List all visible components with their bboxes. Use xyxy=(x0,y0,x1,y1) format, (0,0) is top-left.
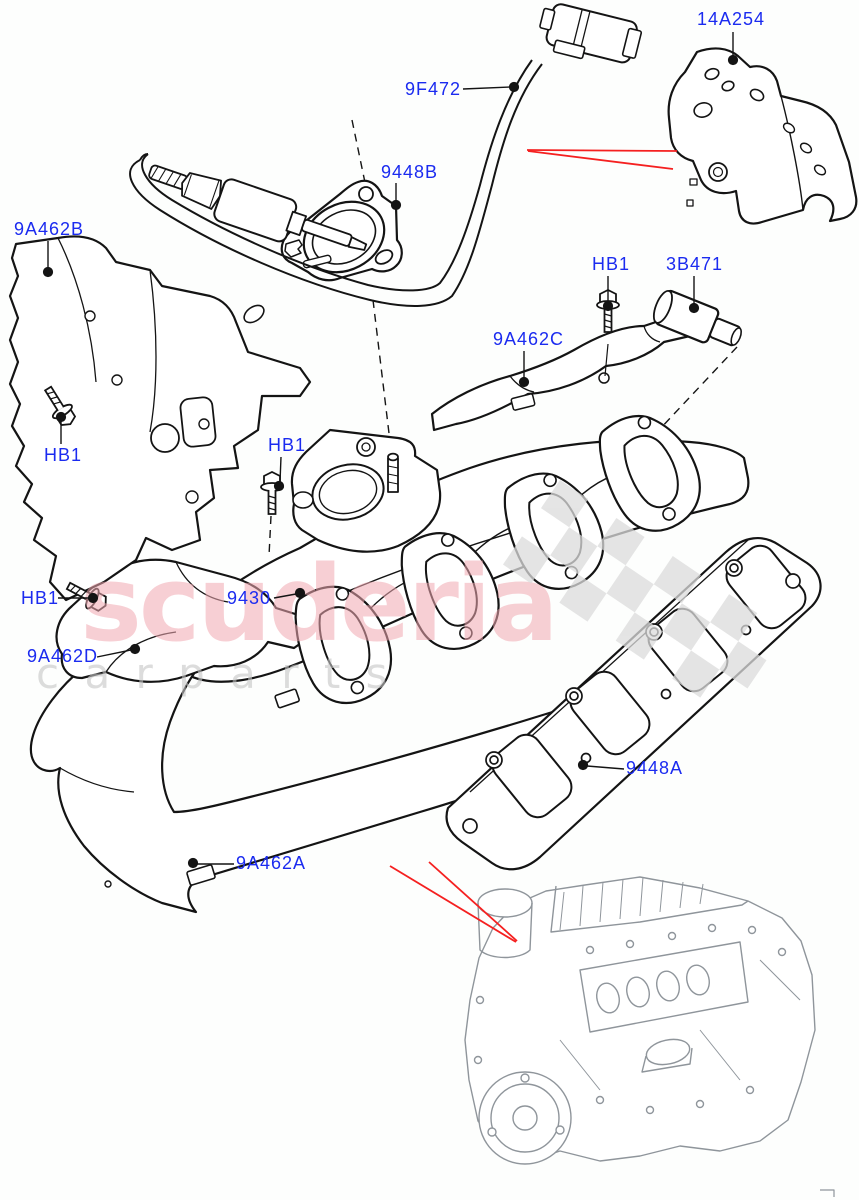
heat-shield-9a462d-drawing xyxy=(55,558,316,683)
part-label-9a462d[interactable]: 9A462D xyxy=(27,646,99,666)
part-label-hb1-left[interactable]: HB1 xyxy=(44,445,83,465)
red-annotation-arrows xyxy=(389,149,678,943)
engine-reference-illustration xyxy=(464,876,835,1197)
part-label-9430[interactable]: 9430 xyxy=(227,588,272,608)
heat-shield-9a462b-drawing xyxy=(8,235,312,602)
part-label-9a462c[interactable]: 9A462C xyxy=(493,329,565,349)
gasket-9448b-drawing xyxy=(280,179,403,282)
part-label-3b471[interactable]: 3B471 xyxy=(666,254,724,274)
part-label-9448a[interactable]: 9448A xyxy=(626,758,684,778)
part-label-9f472[interactable]: 9F472 xyxy=(405,79,462,99)
watermark: scuderia c a r p a r t s xyxy=(36,480,767,698)
egt-sensor-drawing xyxy=(129,3,643,307)
part-label-14a254[interactable]: 14A254 xyxy=(697,9,766,29)
watermark-checker-flag xyxy=(502,480,767,698)
part-label-9a462a[interactable]: 9A462A xyxy=(236,853,307,873)
watermark-sub: c a r p a r t s xyxy=(36,649,394,698)
part-label-9448b[interactable]: 9448B xyxy=(381,162,439,182)
part-label-hb1-top[interactable]: HB1 xyxy=(592,254,631,274)
spacer-3b471-drawing xyxy=(652,289,742,347)
part-label-hb1-middle[interactable]: HB1 xyxy=(268,435,307,455)
bracket-14a254-drawing xyxy=(667,47,858,225)
watermark-brand: scuderia xyxy=(80,543,556,665)
leader-lines xyxy=(42,32,739,869)
part-label-9a462b[interactable]: 9A462B xyxy=(14,219,85,239)
part-label-hb1-bottom[interactable]: HB1 xyxy=(21,588,60,608)
manifold-flange-drawing xyxy=(290,428,442,553)
hb1-bolts xyxy=(37,289,620,617)
heat-shield-9a462c-drawing xyxy=(430,316,694,432)
